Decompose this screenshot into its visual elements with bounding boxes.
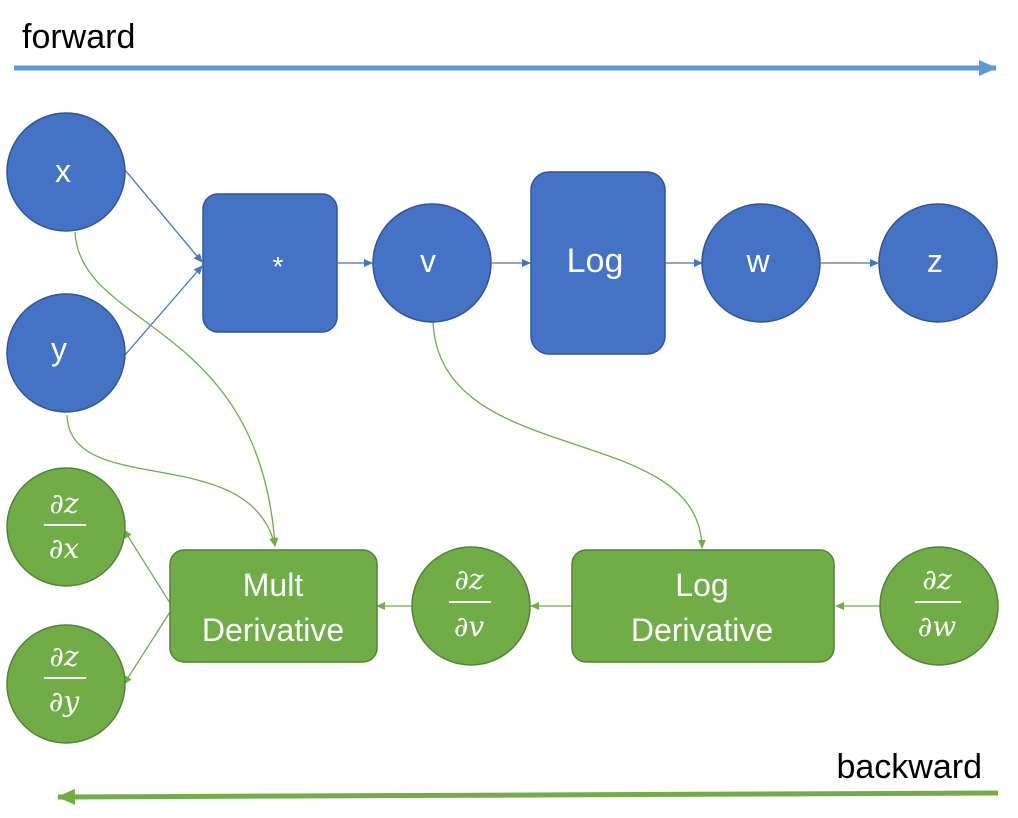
node-dzdv-numerator: ∂z (454, 563, 483, 596)
edge-x-to-mult-derivative (74, 231, 279, 547)
edge-mult-derivative-to-dzdx (123, 529, 171, 604)
node-dzdx-numerator: ∂z (49, 487, 78, 520)
node-v: v (372, 203, 492, 323)
node-x: x (6, 112, 126, 232)
node-w-label: w (745, 243, 770, 279)
node-log: Log (530, 171, 666, 355)
backward-arrow (57, 788, 999, 805)
node-log-derivative-line1: Log (675, 567, 728, 603)
forward-edges (124, 169, 879, 356)
edge-x-to-mult (124, 169, 203, 263)
node-dzdv-denominator: ∂v (454, 610, 484, 643)
edge-mult-derivative-to-dzdy (123, 611, 171, 685)
node-dzdw: ∂z ∂w (879, 546, 999, 666)
edge-y-to-mult-derivative (66, 414, 278, 547)
node-dzdx: ∂z ∂x (6, 467, 126, 587)
node-dzdw-numerator: ∂z (922, 563, 951, 596)
node-log-label: Log (567, 242, 624, 280)
node-z-label: z (927, 243, 943, 279)
node-dzdw-denominator: ∂w (918, 610, 956, 643)
node-y: y (6, 293, 126, 413)
edge-y-to-mult (124, 265, 203, 356)
node-dzdv: ∂z ∂v (411, 546, 531, 666)
node-mult: * (202, 193, 338, 333)
backward-edges (66, 231, 880, 685)
node-y-label: y (51, 331, 67, 367)
backward-label: backward (836, 748, 982, 786)
node-log-derivative-line2: Derivative (631, 612, 773, 648)
node-x-label: x (55, 153, 71, 189)
node-mult-derivative-line1: Mult (243, 567, 304, 603)
node-dzdy: ∂z ∂y (6, 624, 126, 744)
node-mult-derivative-line2: Derivative (202, 612, 344, 648)
node-dzdy-denominator: ∂y (49, 685, 80, 718)
forward-label: forward (22, 18, 135, 56)
node-dzdy-numerator: ∂z (49, 640, 78, 673)
node-dzdx-denominator: ∂x (49, 532, 79, 565)
edge-v-to-log-derivative (432, 321, 706, 549)
node-w: w (701, 203, 821, 323)
node-mult-label: * (273, 251, 284, 282)
node-log-derivative: Log Derivative (571, 549, 835, 663)
node-z: z (878, 203, 998, 323)
node-mult-derivative: Mult Derivative (169, 549, 378, 663)
node-v-label: v (420, 243, 436, 279)
